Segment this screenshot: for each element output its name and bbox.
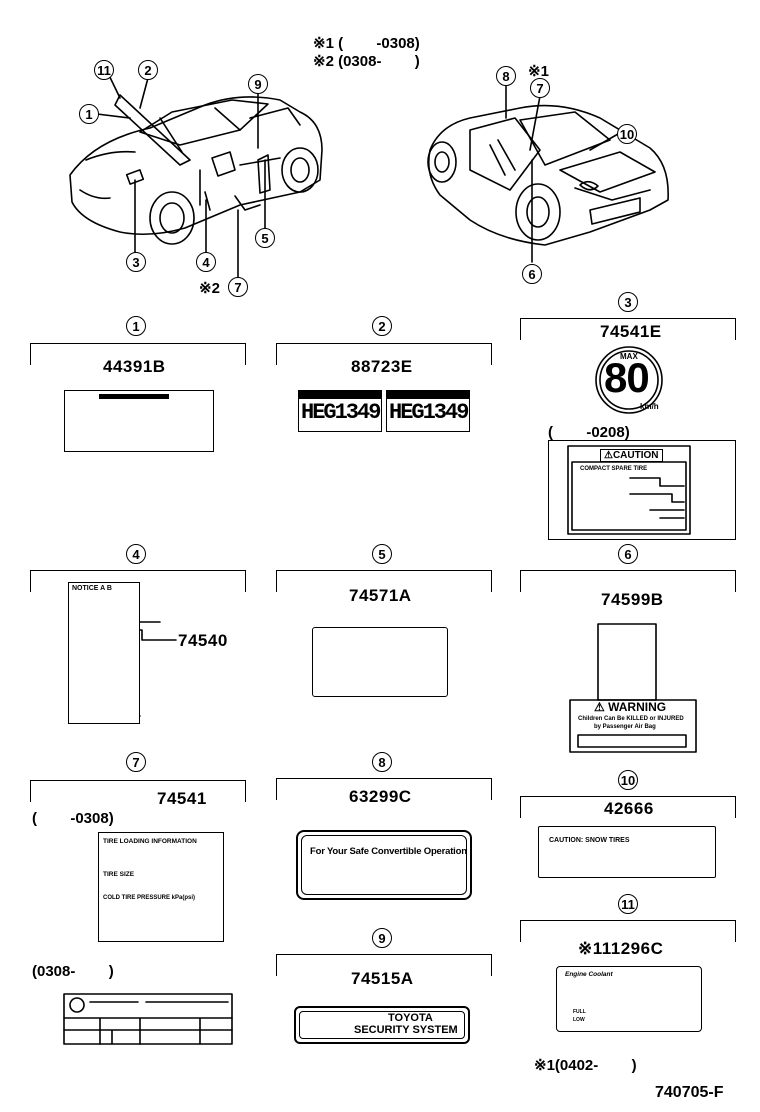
callout-2: 2 — [138, 60, 158, 80]
panel-11-bracket — [520, 920, 736, 942]
caution-lines — [567, 445, 691, 535]
coolant-low: LOW — [573, 1017, 585, 1023]
panel-5-bracket — [276, 570, 492, 592]
label-74541: TIRE LOADING INFORMATION TIRE SIZE COLD … — [98, 832, 224, 942]
panel-7-number: 7 — [126, 752, 146, 772]
security-line-2: SECURITY SYSTEM — [354, 1024, 458, 1036]
convertible-text: For Your Safe Convertible Operation — [310, 846, 467, 857]
panel-8-number: 8 — [372, 752, 392, 772]
panel-1-number: 1 — [126, 316, 146, 336]
security-line-1: TOYOTA — [388, 1012, 433, 1024]
callout-8: 8 — [496, 66, 516, 86]
engine-coolant-text: Engine Coolant — [565, 971, 613, 978]
panel-3-number: 3 — [618, 292, 638, 312]
panel-5-number: 5 — [372, 544, 392, 564]
part-number-42666: 42666 — [604, 799, 654, 818]
range-74541-b: (0308- ) — [32, 963, 114, 980]
part-number-74571A: 74571A — [349, 586, 412, 605]
panel-4-bracket — [30, 570, 246, 592]
panel-8-bracket — [276, 778, 492, 800]
plate-code-left: HEG1349 — [301, 400, 381, 425]
speed-unit: km/h — [640, 402, 659, 411]
part-number-44391B: 44391B — [103, 357, 166, 376]
car-rear-view — [427, 85, 669, 263]
panel-6-bracket — [520, 570, 736, 592]
warning-line-2: by Passenger Air Bag — [594, 724, 656, 730]
note-applicability-1: ※1 ( -0308) — [313, 35, 420, 52]
part-number-74599B: 74599B — [601, 590, 664, 609]
label-74571A — [312, 627, 448, 697]
callout-9: 9 — [248, 74, 268, 94]
coolant-full: FULL — [573, 1009, 586, 1015]
panel-3-bracket — [520, 318, 736, 340]
label-74540-head: NOTICE A B — [72, 585, 112, 592]
callout-11: 11 — [94, 60, 114, 80]
part-number-63299C: 63299C — [349, 787, 412, 806]
panel-6-number: 6 — [618, 544, 638, 564]
speed-max: MAX — [620, 352, 638, 361]
panel-7-bracket — [30, 780, 246, 802]
part-number-74540: 74540 — [178, 631, 228, 650]
callout-10: 10 — [617, 124, 637, 144]
panel-1-bracket — [30, 343, 246, 365]
caution-subtext: COMPACT SPARE TIRE — [580, 466, 648, 472]
panel-4-number: 4 — [126, 544, 146, 564]
panel-2-number: 2 — [372, 316, 392, 336]
panel-9-number: 9 — [372, 928, 392, 948]
panel-10-bracket — [520, 796, 736, 818]
warning-line-1: Children Can Be KILLED or INJURED — [578, 716, 684, 722]
label-74599B-shape — [569, 623, 697, 753]
label-111296C: Engine Coolant FULL LOW — [556, 966, 702, 1032]
callout-1: 1 — [79, 104, 99, 124]
panel-10-number: 10 — [618, 770, 638, 790]
label-74540: NOTICE A B — [68, 582, 140, 724]
label-42666: CAUTION: SNOW TIRES — [538, 826, 716, 878]
label-74515A: TOYOTA SECURITY SYSTEM — [294, 1006, 470, 1044]
plate-code-right: HEG1349 — [389, 400, 469, 425]
panel-11-number: 11 — [618, 894, 638, 914]
note-star1: ※1 — [528, 63, 549, 80]
part-number-74515A: 74515A — [351, 969, 414, 988]
tire-size-row: TIRE SIZE — [103, 871, 135, 878]
part-number-88723E: 88723E — [351, 357, 413, 376]
caution-frame — [548, 440, 736, 540]
tire-pressure-row: COLD TIRE PRESSURE kPa(psi) — [103, 895, 196, 901]
drawing-code: 740705-F — [655, 1084, 724, 1101]
snow-tires-text: CAUTION: SNOW TIRES — [549, 837, 630, 844]
part-number-74541: 74541 — [157, 789, 207, 808]
callout-7: 7 — [228, 277, 248, 297]
warning-heading: ⚠ WARNING — [594, 700, 667, 714]
tire-loading-heading: TIRE LOADING INFORMATION — [103, 838, 197, 845]
label-74541-alt — [63, 993, 233, 1045]
note-bottom-range: ※1(0402- ) — [534, 1057, 637, 1074]
callout-4: 4 — [196, 252, 216, 272]
callout-5: 5 — [255, 228, 275, 248]
emission-plate-left: HEG1349 — [298, 390, 382, 432]
part-number-74541E: 74541E — [600, 322, 662, 341]
label-44391B-header — [99, 394, 169, 399]
note-applicability-2: ※2 (0308- ) — [313, 53, 420, 70]
callout-7-rear: 7 — [530, 78, 550, 98]
caution-heading: ⚠CAUTION — [600, 449, 663, 462]
part-number-111296C: ※111296C — [578, 939, 664, 958]
label-44391B — [64, 390, 214, 452]
callout-6: 6 — [522, 264, 542, 284]
panel-9-bracket — [276, 954, 492, 976]
panel-2-bracket — [276, 343, 492, 365]
speed-sign — [595, 346, 663, 414]
callout-3: 3 — [126, 252, 146, 272]
range-74541-a: ( -0308) — [32, 810, 114, 827]
label-63299C: For Your Safe Convertible Operation — [296, 830, 472, 900]
note-star2: ※2 — [199, 280, 220, 297]
car-front-view — [69, 68, 323, 279]
range-74541E-caution: ( -0208) — [548, 424, 630, 441]
emission-plate-right: HEG1349 — [386, 390, 470, 432]
speed-value: 80 — [604, 354, 650, 401]
